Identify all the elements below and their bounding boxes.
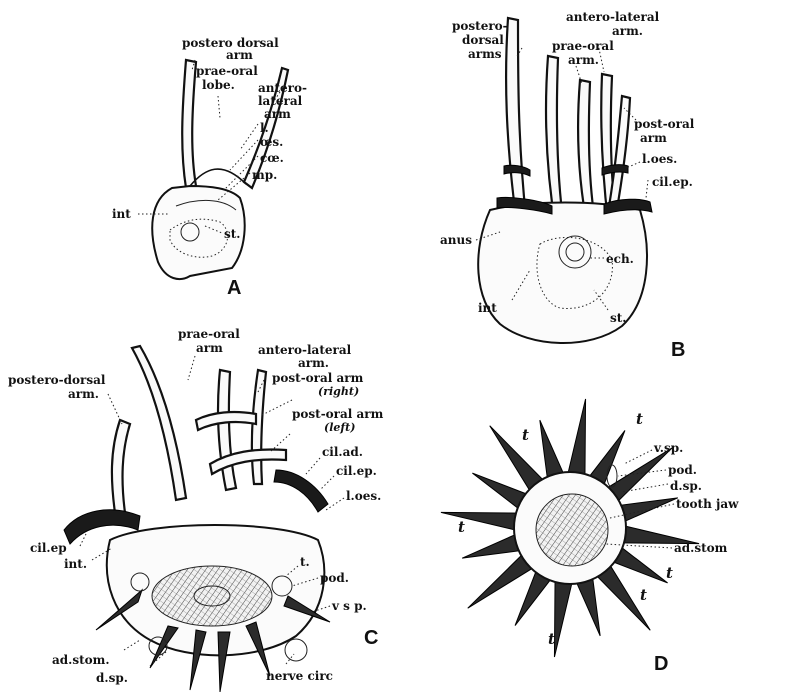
label-a-st: st. xyxy=(224,227,240,241)
oral-disc-c xyxy=(152,566,272,626)
t-mark-d-2: t xyxy=(636,410,643,428)
leader-a-po xyxy=(218,96,220,118)
label-c-vsp: v s p. xyxy=(331,599,367,613)
panel-b: postero- dorsal arms antero-lateral arm.… xyxy=(440,10,695,361)
urchin-spine xyxy=(441,512,522,531)
label-c-pod: pod. xyxy=(320,571,349,585)
label-b-int: int xyxy=(478,301,497,315)
epaulette-c-right xyxy=(274,470,328,512)
t-mark-d-5: t xyxy=(640,586,647,604)
panel-letter-a: A xyxy=(227,277,241,299)
urchin-spine xyxy=(567,399,586,480)
t-mark-d-4: t xyxy=(666,564,673,582)
label-c-ad-stom: ad.stom. xyxy=(52,653,110,667)
label-d-dsp: d.sp. xyxy=(670,479,702,493)
label-a-mp: mp. xyxy=(252,168,277,182)
label-c-d-sp: d.sp. xyxy=(96,671,128,685)
label-b-cil-ep: cil.ep. xyxy=(652,175,693,189)
label-d-pod: pod. xyxy=(668,463,697,477)
spine-c-2 xyxy=(218,632,230,692)
label-b-postero-dorsal-2: dorsal xyxy=(462,33,504,47)
label-a-l: l. xyxy=(260,121,269,135)
panel-letter-b: B xyxy=(671,339,685,361)
prae-oral-arm-c xyxy=(132,346,186,500)
label-c-cil-ep: cil.ep. xyxy=(336,464,377,478)
panel-a: postero dorsal arm prae-oral lobe. anter… xyxy=(112,36,307,299)
label-c-antero-lateral-2: arm. xyxy=(298,356,329,370)
leader-b-cilep xyxy=(646,180,648,198)
leader-c-loes xyxy=(326,498,344,510)
label-a-antero-lateral-1: antero- xyxy=(258,81,307,95)
postero-dorsal-arm-a xyxy=(182,60,196,188)
label-b-l-oes: l.oes. xyxy=(642,152,677,166)
label-c-l-oes: l.oes. xyxy=(346,489,381,503)
panel-c: prae-oral arm antero-lateral arm. post-o… xyxy=(8,327,384,692)
t-mark-d-6: t xyxy=(548,630,555,648)
label-b-antero-lateral-1: antero-lateral xyxy=(566,10,660,24)
label-c-nerve-circ: nerve circ xyxy=(266,669,333,683)
label-d-tooth-jaw: tooth jaw xyxy=(676,497,739,511)
label-a-prae-oral-1: prae-oral xyxy=(196,64,258,78)
postero-dorsal-arm-c xyxy=(112,420,130,520)
leader-c-postr xyxy=(260,400,292,416)
label-b-ech: ech. xyxy=(606,252,634,266)
leader-c-adstom xyxy=(124,640,140,650)
podium-d xyxy=(607,465,617,487)
label-a-int: int xyxy=(112,207,131,221)
label-c-cil-ad: cil.ad. xyxy=(322,445,363,459)
label-a-postero-dorsal-2: arm xyxy=(226,48,253,62)
label-d-ad-stom: ad.stom xyxy=(674,541,728,555)
leader-c-po xyxy=(188,356,195,380)
label-c-postero-dorsal-1: postero-dorsal xyxy=(8,373,106,387)
t-mark-d-1: t xyxy=(522,426,529,444)
label-c-post-oral-left-1: post-oral arm xyxy=(292,407,384,421)
label-b-anus: anus xyxy=(440,233,472,247)
leader-c-cilep-l xyxy=(80,534,86,546)
leader-d-vsp xyxy=(624,450,652,464)
larva-c-drawing xyxy=(64,346,330,692)
label-a-antero-lateral-2: lateral xyxy=(258,94,303,108)
label-c-postero-dorsal-2: arm. xyxy=(68,387,99,401)
antero-lateral-arm-c-left xyxy=(218,370,236,490)
label-b-post-oral-1: post-oral xyxy=(634,117,695,131)
label-b-prae-oral-2: arm. xyxy=(568,53,599,67)
label-b-antero-lateral-2: arm. xyxy=(612,24,643,38)
label-a-coe: cœ. xyxy=(260,151,284,165)
label-c-int: int. xyxy=(64,557,87,571)
label-b-st: st. xyxy=(610,311,626,325)
label-c-prae-oral-2: arm xyxy=(196,341,223,355)
label-a-antero-lateral-3: arm xyxy=(264,107,291,121)
panel-letter-d: D xyxy=(654,653,668,675)
label-c-prae-oral-1: prae-oral xyxy=(178,327,240,341)
label-a-oes: œs. xyxy=(260,135,283,149)
label-c-antero-lateral-1: antero-lateral xyxy=(258,343,352,357)
label-a-prae-oral-2: lobe. xyxy=(202,78,235,92)
label-c-post-oral-right-2: (right) xyxy=(318,385,359,398)
urchin-spine xyxy=(554,577,573,658)
label-c-t: t. xyxy=(300,555,310,569)
larva-b-drawing xyxy=(478,18,652,343)
podium-c-3 xyxy=(285,639,307,661)
label-b-prae-oral-1: prae-oral xyxy=(552,39,614,53)
label-b-postero-dorsal-3: arms xyxy=(468,47,502,61)
leader-b-loes xyxy=(626,162,640,168)
label-d-vsp: v.sp. xyxy=(653,441,683,455)
urchin-oral-area xyxy=(536,494,608,566)
label-c-post-oral-left-2: (left) xyxy=(324,421,355,434)
label-b-post-oral-2: arm xyxy=(640,131,667,145)
t-mark-d-3: t xyxy=(458,518,465,536)
leader-c-pd xyxy=(108,394,122,424)
postero-dorsal-arm-b xyxy=(506,18,526,218)
label-c-cil-ep-left: cil.ep xyxy=(30,541,67,555)
panel-d: t t t t t t v.sp. pod. d.sp. tooth jaw a… xyxy=(441,399,739,675)
leader-c-cilad xyxy=(306,458,320,474)
leader-c-cilep xyxy=(320,476,334,490)
leader-a-l xyxy=(240,124,258,150)
antero-lateral-arm-c-right xyxy=(252,370,266,484)
label-b-postero-dorsal-1: postero- xyxy=(452,19,508,33)
label-c-post-oral-right-1: post-oral arm xyxy=(272,371,364,385)
panel-letter-c: C xyxy=(364,627,378,649)
